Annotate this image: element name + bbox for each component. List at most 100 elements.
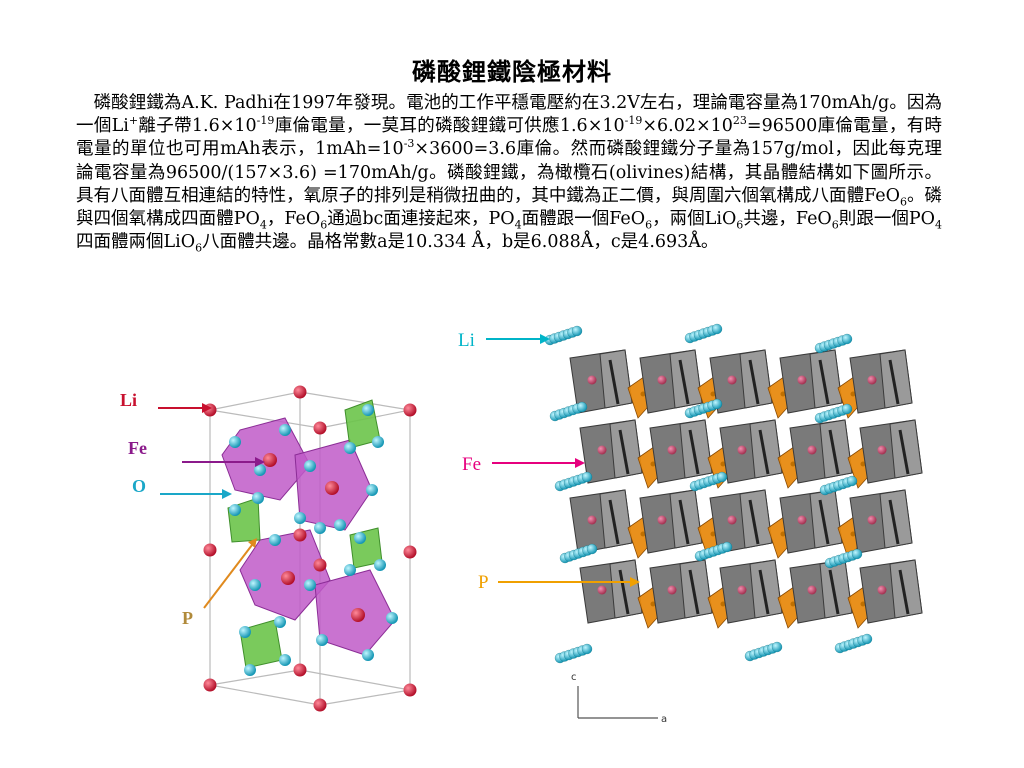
octahedron-edge (898, 569, 910, 615)
fe-atom (877, 585, 887, 595)
fe-atom (797, 375, 807, 385)
o-atom (386, 612, 398, 624)
paragraph-segment: 離子帶1.6×10 (138, 116, 257, 137)
fe-atom (597, 445, 607, 455)
o-atom (314, 522, 326, 534)
paragraph-segment: 磷酸鋰鐵為A.K. Padhi在1997年發現。電池的工作平穩電壓約在3.2V左… (76, 93, 942, 137)
li-atom (711, 323, 723, 335)
paragraph-segment: =96500庫倫電量，有時電量的單位也可用mAh表示，1mAh=10 (76, 116, 943, 160)
o-atom (249, 579, 261, 591)
axis-a-label: a (661, 714, 667, 725)
octahedron-edge (758, 569, 770, 615)
li-atom (851, 548, 863, 560)
right-crystal-figure: Li Fe P c a (458, 323, 923, 725)
paragraph-segment: ×3600=3.6庫倫。然而磷酸鋰鐵分子量為157g/mol，因此每克理論電容量… (76, 139, 943, 206)
octahedron-face (739, 489, 773, 549)
paragraph-segment: 通過bc面連接起來，PO (327, 209, 515, 230)
li-atom (841, 333, 853, 345)
paragraph-segment: 4 (514, 218, 522, 232)
li-atom (846, 475, 858, 487)
p-atom (790, 461, 796, 467)
atom-spheres (203, 385, 417, 712)
p-atom (650, 601, 656, 607)
octahedron-edge (898, 429, 910, 475)
o-atom (229, 504, 241, 516)
paragraph-segment: ×6.02×10 (642, 116, 733, 137)
label-p: P (182, 608, 193, 628)
paragraph-segment: -19 (624, 114, 643, 128)
paragraph-segment: 。磷與四個氧構成四面體PO (76, 185, 942, 230)
li-atom (203, 543, 217, 557)
o-atom (252, 492, 264, 504)
octahedron-face (679, 559, 713, 619)
octahedron-face (609, 559, 643, 619)
fe-atom (597, 585, 607, 595)
li-atom (293, 385, 307, 399)
fe-atom (263, 453, 277, 467)
octahedron-face (599, 349, 633, 409)
fe-atom (797, 515, 807, 525)
paragraph-segment: 共邊，FeO (743, 209, 832, 230)
p-atom (850, 391, 856, 397)
paragraph-segment: -19 (256, 114, 275, 128)
o-atom (239, 626, 251, 638)
octahedron-face (669, 489, 703, 549)
o-atom (362, 404, 374, 416)
li-atom (313, 558, 327, 572)
fe-atom (727, 515, 737, 525)
octahedron-face (749, 559, 783, 619)
fe-atom (867, 515, 877, 525)
fe-atom (867, 375, 877, 385)
p-atom (790, 601, 796, 607)
octahedron-edge (678, 359, 690, 405)
fe-atom (325, 481, 339, 495)
octahedron-edge (748, 499, 760, 545)
o-atom (304, 460, 316, 472)
octahedron-face (749, 419, 783, 479)
octahedron-face (879, 349, 913, 409)
fe-atom (727, 375, 737, 385)
axis-c-label: c (571, 672, 577, 683)
octahedron-face (809, 349, 843, 409)
o-atom (354, 532, 366, 544)
paragraph-segment: 23 (732, 114, 747, 128)
paragraph-segment: 則跟一個PO (838, 209, 936, 230)
octahedron-face (669, 349, 703, 409)
paragraph-segment: -3 (403, 137, 415, 151)
li-atom (403, 683, 417, 697)
octahedron-edge (688, 569, 700, 615)
paragraph-segment: 面體跟一個FeO (521, 209, 646, 230)
p-atom (640, 531, 646, 537)
page-title: 磷酸鋰鐵陰極材料 (412, 57, 612, 86)
p-atom (860, 461, 866, 467)
o-atom (372, 436, 384, 448)
octahedron-edge (608, 359, 620, 405)
paragraph-segment: + (128, 114, 139, 128)
o-atom (344, 442, 356, 454)
li-atom (586, 543, 598, 555)
left-crystal-figure: Li Fe O P (120, 385, 417, 712)
li-atom (861, 633, 873, 645)
o-atom (254, 464, 266, 476)
li-atom (293, 663, 307, 677)
li-atom (841, 403, 853, 415)
label-fe: Fe (128, 438, 147, 458)
octahedron-face (819, 419, 853, 479)
paragraph-segment: 4 (935, 218, 943, 232)
paragraph-segment: 6 (320, 218, 328, 232)
octahedron-face (609, 419, 643, 479)
paragraph-segment: 4 (259, 218, 267, 232)
label-li-right: Li (458, 330, 475, 351)
fe-atom (351, 608, 365, 622)
p-atom (850, 531, 856, 537)
octahedron-face (679, 419, 713, 479)
fe-atom (877, 445, 887, 455)
li-atom (771, 641, 783, 653)
paragraph-segment: ，兩個LiO (652, 209, 737, 230)
o-atom (344, 564, 356, 576)
o-atom (316, 634, 328, 646)
paragraph-segment: 6 (736, 218, 744, 232)
fe-atom (281, 571, 295, 585)
li-atom (403, 403, 417, 417)
octahedron-face (889, 559, 923, 619)
